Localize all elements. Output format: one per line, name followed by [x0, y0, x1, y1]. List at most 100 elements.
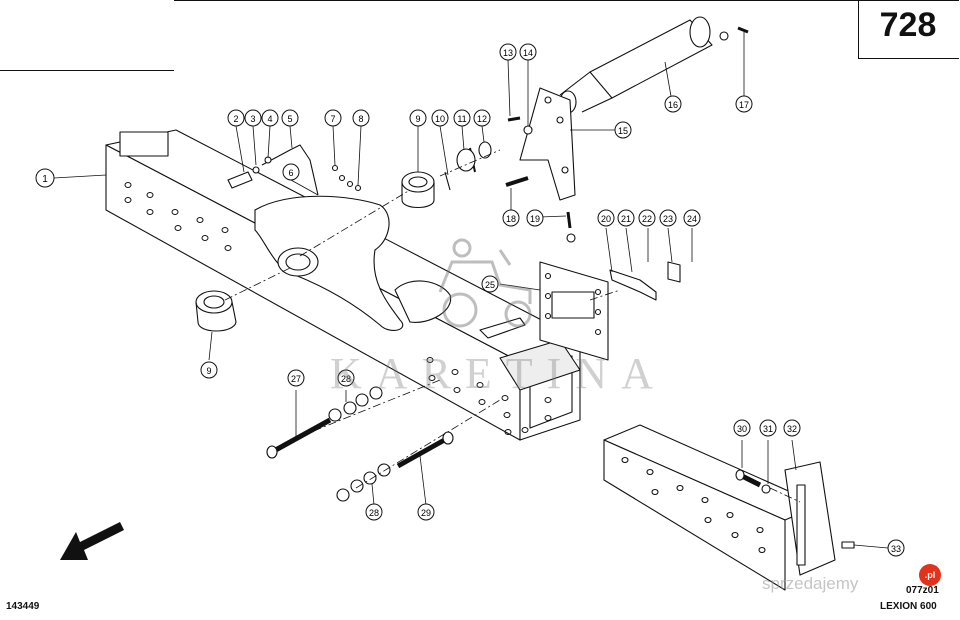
tractor-watermark-icon — [438, 238, 532, 328]
callout-23: 23 — [659, 209, 677, 227]
callout-15: 15 — [614, 121, 632, 139]
washers-28 — [328, 386, 391, 502]
callout-21: 21 — [617, 209, 635, 227]
extension-beam — [603, 424, 836, 591]
svg-text:12: 12 — [477, 114, 487, 124]
callout-9-lower: 9 — [200, 361, 218, 379]
machine-model: LEXION 600 — [880, 601, 937, 612]
svg-text:1: 1 — [42, 174, 48, 185]
callout-3: 3 — [244, 109, 262, 127]
callout-24: 24 — [683, 209, 701, 227]
svg-text:9: 9 — [206, 366, 211, 376]
svg-text:22: 22 — [642, 214, 652, 224]
callout-30: 30 — [733, 419, 751, 437]
callout-14: 14 — [519, 43, 537, 61]
callout-8: 8 — [352, 109, 370, 127]
svg-text:14: 14 — [523, 48, 533, 58]
callout-2: 2 — [227, 109, 245, 127]
callout-12: 12 — [473, 109, 491, 127]
callout-9: 9 — [409, 109, 427, 127]
svg-text:5: 5 — [287, 114, 292, 124]
svg-text:27: 27 — [291, 374, 301, 384]
svg-text:29: 29 — [421, 508, 431, 518]
callout-1: 1 — [35, 168, 55, 188]
svg-text:25: 25 — [485, 280, 495, 290]
pin-33 — [841, 541, 855, 549]
bolts-upper — [444, 26, 749, 243]
callout-32: 32 — [783, 419, 801, 437]
bushing-upper — [401, 171, 435, 209]
callout-11: 11 — [453, 109, 471, 127]
mount-plate — [479, 261, 609, 361]
frame-line-left — [0, 70, 174, 71]
drawing-reference: 077z01 — [906, 585, 939, 596]
catalog-reference: 143449 — [6, 601, 40, 612]
svg-text:19: 19 — [530, 214, 540, 224]
svg-text:10: 10 — [435, 114, 445, 124]
callout-13: 13 — [499, 43, 517, 61]
svg-text:2: 2 — [233, 114, 238, 124]
svg-text:7: 7 — [330, 114, 335, 124]
callout-28-upper: 28 — [337, 369, 355, 387]
callout-28-lower: 28 — [365, 503, 383, 521]
bolt-29 — [396, 431, 454, 469]
svg-text:4: 4 — [267, 114, 272, 124]
svg-text:9: 9 — [415, 114, 420, 124]
callout-16: 16 — [664, 95, 682, 113]
axis-lines — [224, 149, 801, 503]
brand-badge: .pl — [919, 564, 941, 586]
svg-text:32: 32 — [787, 424, 797, 434]
watermark-text: KARETINA — [330, 349, 667, 398]
callout-4: 4 — [261, 109, 279, 127]
page-number-box — [858, 0, 959, 59]
callout-10: 10 — [431, 109, 449, 127]
callout-18: 18 — [502, 209, 520, 227]
callout-25: 25 — [481, 275, 499, 293]
svg-text:28: 28 — [341, 374, 351, 384]
bolt-27 — [266, 417, 332, 459]
svg-text:3: 3 — [250, 114, 255, 124]
small-bracket — [609, 261, 681, 301]
callout-7: 7 — [324, 109, 342, 127]
svg-text:8: 8 — [358, 114, 363, 124]
callout-17: 17 — [735, 95, 753, 113]
direction-arrow-icon — [60, 522, 124, 560]
callout-19: 19 — [526, 209, 544, 227]
leader-lines — [53, 32, 889, 549]
callout-29: 29 — [417, 503, 435, 521]
swivel-housing — [254, 195, 452, 331]
fittings-2-8 — [227, 144, 362, 196]
callout-27: 27 — [287, 369, 305, 387]
callout-33: 33 — [887, 539, 905, 557]
frame-line-top — [174, 0, 959, 1]
page-number: 728 — [879, 6, 937, 44]
svg-text:23: 23 — [663, 214, 673, 224]
bolt-30 — [735, 469, 771, 494]
svg-text:16: 16 — [668, 100, 678, 110]
svg-text:6: 6 — [288, 168, 293, 178]
svg-text:31: 31 — [763, 424, 773, 434]
callout-20: 20 — [597, 209, 615, 227]
callout-6: 6 — [282, 163, 300, 181]
svg-text:17: 17 — [739, 100, 749, 110]
svg-text:11: 11 — [457, 114, 466, 124]
beam-holes — [124, 182, 552, 435]
svg-text:15: 15 — [618, 126, 628, 136]
cylinder — [559, 16, 713, 114]
svg-text:24: 24 — [687, 214, 697, 224]
svg-text:20: 20 — [601, 214, 611, 224]
svg-text:33: 33 — [891, 544, 901, 554]
brand-logo: sprzedajemy — [762, 574, 859, 593]
bushing-lower — [195, 290, 237, 332]
callout-5: 5 — [281, 109, 299, 127]
svg-text:21: 21 — [621, 214, 631, 224]
svg-text:18: 18 — [506, 214, 516, 224]
svg-text:28: 28 — [369, 508, 379, 518]
callout-22: 22 — [638, 209, 656, 227]
svg-text:30: 30 — [737, 424, 747, 434]
callout-31: 31 — [759, 419, 777, 437]
bracket — [519, 87, 576, 201]
svg-text:13: 13 — [503, 48, 513, 58]
